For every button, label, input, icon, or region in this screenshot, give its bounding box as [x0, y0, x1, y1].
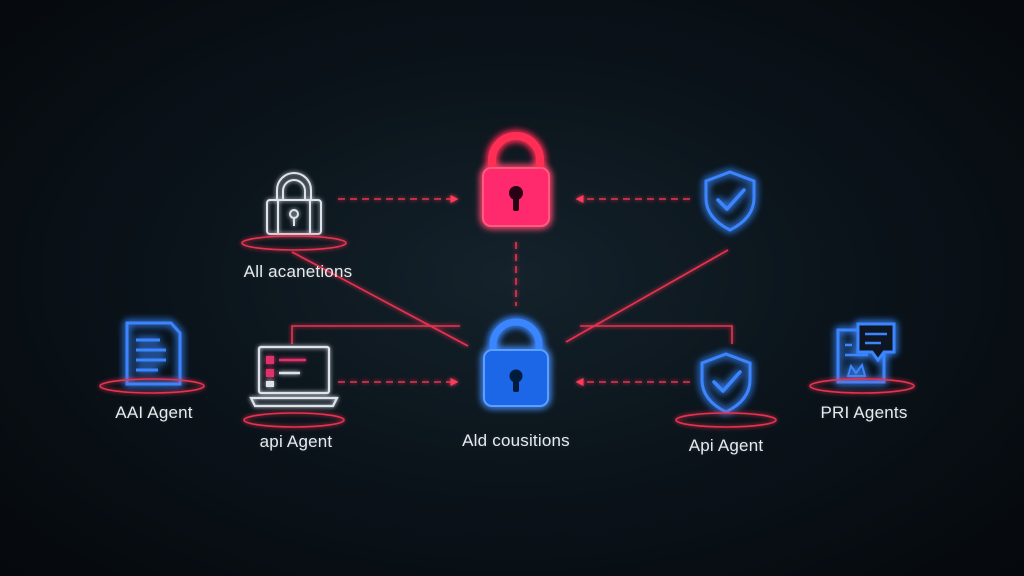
document-icon: [125, 321, 182, 386]
shield-check-icon-bottom: [700, 352, 752, 414]
blue-padlock-icon: [483, 318, 549, 407]
label-far-right: PRI Agents: [820, 403, 908, 422]
node-ring-top-left: [241, 235, 347, 251]
laptop-icon: [249, 345, 339, 408]
node-ring-mid-left: [243, 412, 345, 428]
bracket-line-right: [580, 325, 733, 344]
bracket-line-left: [291, 325, 460, 344]
red-padlock-icon: [482, 132, 550, 227]
diagonal-line-top-left: [291, 251, 469, 347]
label-mid-left: api Agent: [259, 432, 333, 451]
diagonal-line-top-right: [565, 249, 729, 343]
id-card-icon: [836, 322, 896, 384]
shield-check-icon-top: [704, 170, 756, 232]
node-ring-far-left: [99, 378, 205, 394]
label-mid-right: Api Agent: [688, 436, 764, 455]
label-center: Ald cousitions: [462, 431, 570, 450]
outline-padlock-icon: [266, 172, 322, 235]
label-top-left: All acanetions: [243, 262, 353, 281]
connectors: [291, 195, 733, 386]
label-far-left: AAI Agent: [115, 403, 193, 422]
node-ring-mid-right: [675, 412, 777, 428]
node-ring-far-right: [809, 378, 915, 394]
